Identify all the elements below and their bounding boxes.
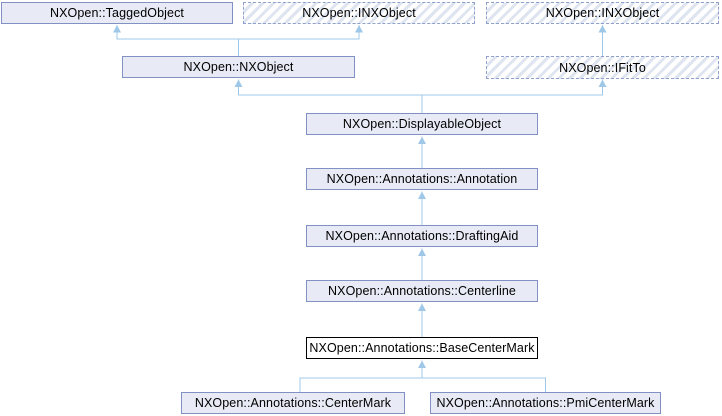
class-node-label: NXOpen::TaggedObject [49,6,185,20]
class-node-annotation[interactable]: NXOpen::Annotations::Annotation [306,168,538,190]
class-node-inxobject-1: NXOpen::INXObject [243,2,475,24]
class-node-label: NXOpen::INXObject [302,6,416,20]
edge-nxobject-to-inxobject1 [238,25,363,40]
class-node-displayableobject[interactable]: NXOpen::DisplayableObject [306,113,538,135]
edge-displayableobject-to-nxobject [234,79,423,113]
edge-nxobject-to-taggedobject [113,25,239,56]
class-node-taggedobject[interactable]: NXOpen::TaggedObject [1,2,233,24]
class-node-label: NXOpen::DisplayableObject [342,117,502,131]
edge-pmicentermark-to-basecentermark [422,377,546,392]
class-node-label: NXOpen::IFitTo [559,60,646,75]
class-node-label: NXOpen::Annotations::Centerline [328,284,516,298]
class-node-pmicentermark[interactable]: NXOpen::Annotations::PmiCenterMark [430,392,661,414]
edge-displayableobject-to-ifitto [422,79,607,96]
class-node-label: NXOpen::Annotations::Annotation [326,172,518,186]
edge-centermark-to-basecentermark [299,360,426,392]
class-node-centermark[interactable]: NXOpen::Annotations::CenterMark [181,392,405,414]
class-node-label: NXOpen::NXObject [183,60,294,74]
class-node-label: NXOpen::Annotations::DraftingAid [325,229,519,243]
class-node-centerline[interactable]: NXOpen::Annotations::Centerline [306,280,538,302]
class-node-label: NXOpen::Annotations::BaseCenterMark [309,341,535,355]
class-node-label: NXOpen::Annotations::CenterMark [194,396,392,410]
class-node-label: NXOpen::INXObject [545,6,660,20]
class-node-basecentermark-current: NXOpen::Annotations::BaseCenterMark [306,337,538,359]
class-node-draftingaid[interactable]: NXOpen::Annotations::DraftingAid [306,225,538,247]
class-node-ifitto: NXOpen::IFitTo [486,56,719,79]
class-node-nxobject[interactable]: NXOpen::NXObject [122,56,355,78]
class-node-inxobject-2: NXOpen::INXObject [486,2,719,24]
class-node-label: NXOpen::Annotations::PmiCenterMark [436,396,655,410]
